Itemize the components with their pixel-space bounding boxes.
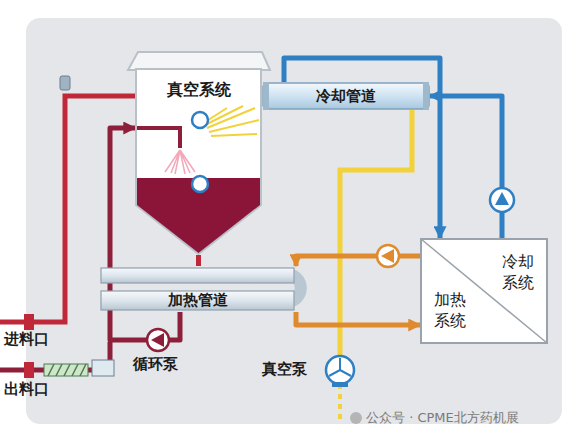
screw-thread [48, 364, 86, 376]
heating-pump [377, 245, 399, 267]
cooling-heating-unit: 冷却系统加热系统 [420, 238, 548, 344]
pump-label: 循环泵 [133, 355, 178, 374]
watermark: 公众号 · CPME北方药机展 [366, 409, 519, 427]
wechat-icon [350, 412, 362, 424]
panel-ground [26, 18, 562, 424]
discharge-valve [24, 362, 34, 378]
tank-outlet-pipe [196, 255, 201, 266]
feed-valve [24, 314, 34, 330]
node-text: 加热系统 [434, 290, 466, 332]
vacuum-exhaust [338, 384, 342, 420]
cooling-pipe: 冷却管道 [262, 82, 430, 110]
circulation-pump [147, 329, 169, 351]
heating-return-pipe [296, 312, 420, 325]
node-text: 加热管道 [168, 291, 228, 309]
vacuum-pump [326, 356, 354, 387]
heating-supply-pipe [296, 256, 420, 266]
heating-pipe: 加热管道 [100, 266, 312, 312]
motor [92, 360, 114, 376]
tank-roof [128, 52, 270, 70]
evaporator-tank: 真空系统 [135, 68, 262, 255]
node-text: 真空系统 [135, 80, 262, 101]
inlet-label: 进料口 [4, 330, 49, 349]
screw-conveyor [44, 364, 88, 376]
node-text: 冷却管道 [316, 87, 376, 105]
feed-valve-top [60, 76, 70, 90]
cooling-pump [490, 188, 514, 212]
node-text: 冷却系统 [502, 252, 534, 294]
vacuum-line [340, 110, 412, 356]
outlet-label: 出料口 [4, 380, 49, 399]
pump-label: 真空泵 [262, 360, 307, 379]
